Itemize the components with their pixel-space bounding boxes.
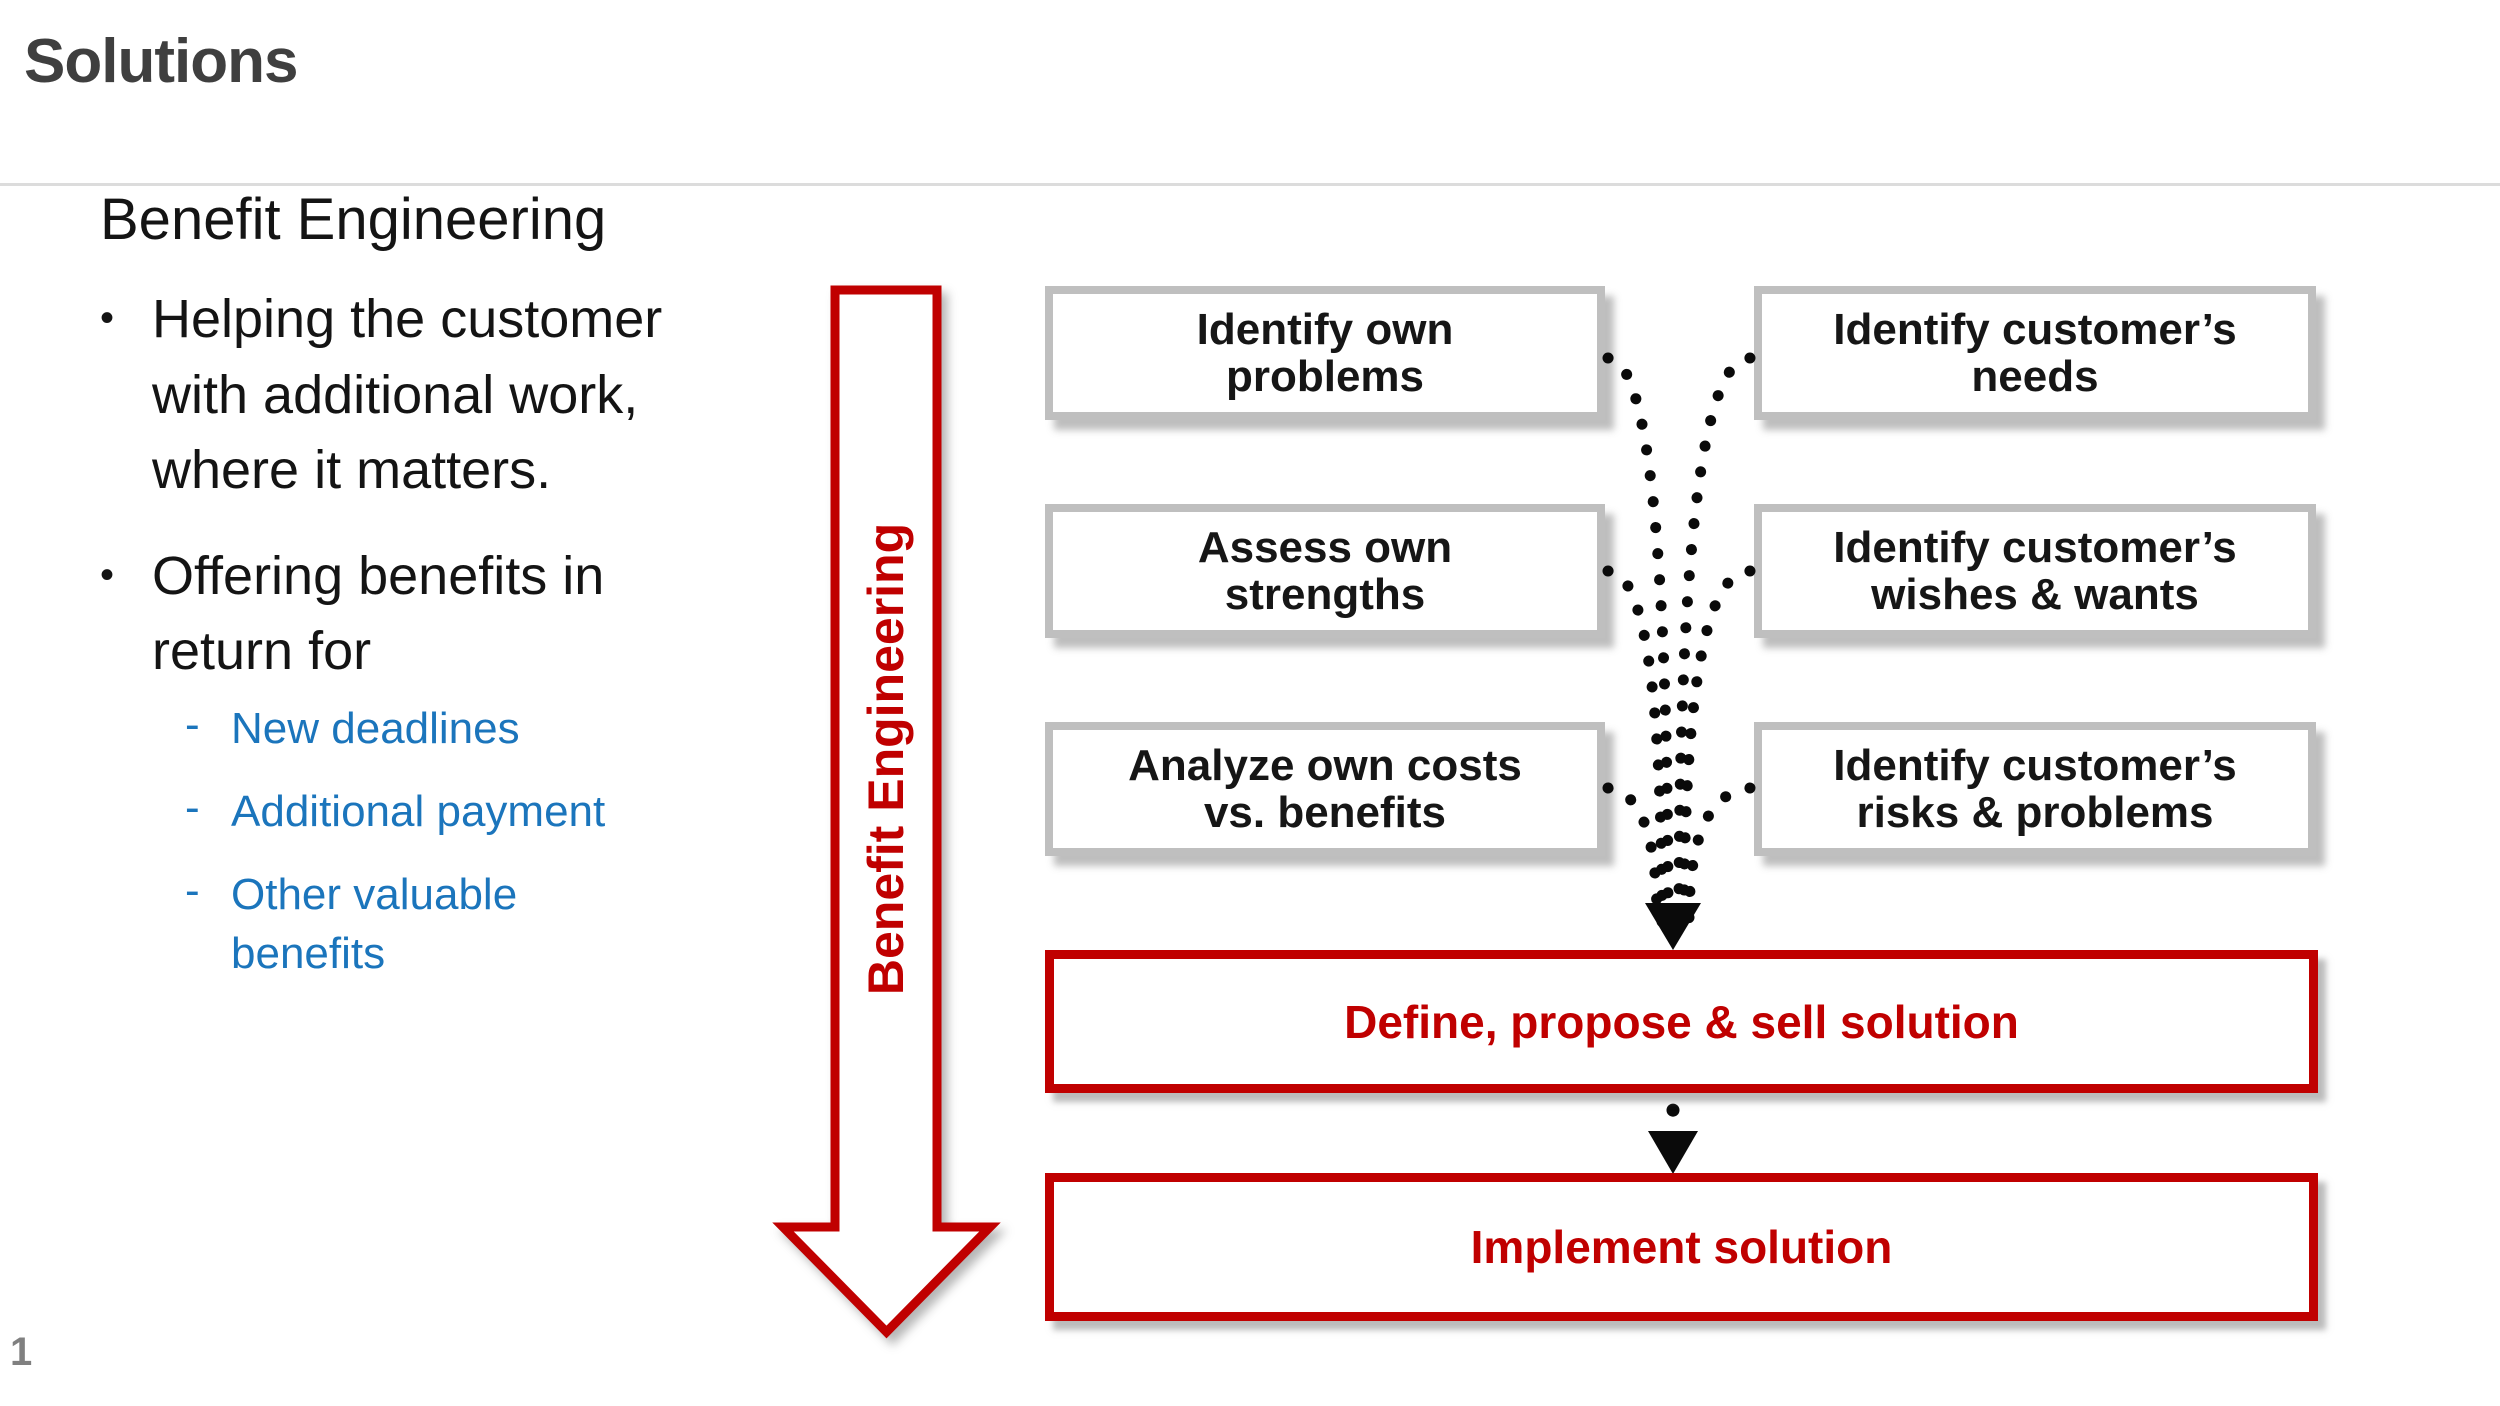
box-identify-customer-wishes: Identify customer’s wishes & wants bbox=[1754, 504, 2316, 638]
list-item: - New deadlines bbox=[185, 700, 785, 759]
dotted-curve-left-2 bbox=[1602, 565, 1668, 931]
list-item: • Offering benefits in return for bbox=[100, 539, 820, 690]
sub-bullet-text: Other valuable benefits bbox=[231, 869, 518, 978]
box-analyze-own-costs: Analyze own costs vs. benefits bbox=[1045, 722, 1605, 856]
bullet-icon: • bbox=[100, 552, 115, 597]
box-define-propose-sell: Define, propose & sell solution bbox=[1045, 950, 2318, 1093]
bullet-text: Helping the customer with additional wor… bbox=[152, 289, 663, 501]
dotted-curve-right-2 bbox=[1678, 565, 1756, 931]
dotted-curve-left-3 bbox=[1602, 782, 1663, 926]
box-identify-own-problems: Identify own problems bbox=[1045, 286, 1605, 420]
converge-arrowhead-icon bbox=[1645, 903, 1701, 950]
title-divider bbox=[0, 183, 2500, 186]
dotted-curve-right-3 bbox=[1683, 782, 1756, 926]
dotted-curve-right-1 bbox=[1673, 352, 1756, 931]
arrow-label-wrap: Benefit Engineering bbox=[836, 290, 937, 1227]
dash-icon: - bbox=[185, 782, 200, 832]
bullet-text: Offering benefits in return for bbox=[152, 545, 605, 682]
slide-title: Solutions bbox=[24, 27, 298, 96]
box-identify-customer-risks: Identify customer’s risks & problems bbox=[1754, 722, 2316, 856]
sub-bullet-text: New deadlines bbox=[231, 704, 520, 753]
page-number: 1 bbox=[10, 1330, 33, 1374]
sub-bullet-list: - New deadlines - Additional payment - O… bbox=[185, 700, 785, 1008]
bullet-icon: • bbox=[100, 296, 115, 340]
arrow-label: Benefit Engineering bbox=[858, 522, 915, 995]
list-item: - Additional payment bbox=[185, 783, 785, 842]
box-identify-customer-needs: Identify customer’s needs bbox=[1754, 286, 2316, 420]
bullet-list: • Helping the customer with additional w… bbox=[100, 282, 820, 720]
dash-icon: - bbox=[185, 865, 200, 915]
connector-arrowhead-icon bbox=[1648, 1131, 1698, 1174]
list-item: • Helping the customer with additional w… bbox=[100, 282, 820, 509]
sub-bullet-text: Additional payment bbox=[231, 786, 606, 836]
list-item: - Other valuable benefits bbox=[185, 866, 785, 984]
box-assess-own-strengths: Assess own strengths bbox=[1045, 504, 1605, 638]
section-heading: Benefit Engineering bbox=[100, 187, 607, 252]
dash-icon: - bbox=[185, 700, 200, 749]
dotted-curve-left-1 bbox=[1602, 352, 1674, 931]
box-implement-solution: Implement solution bbox=[1045, 1173, 2318, 1321]
